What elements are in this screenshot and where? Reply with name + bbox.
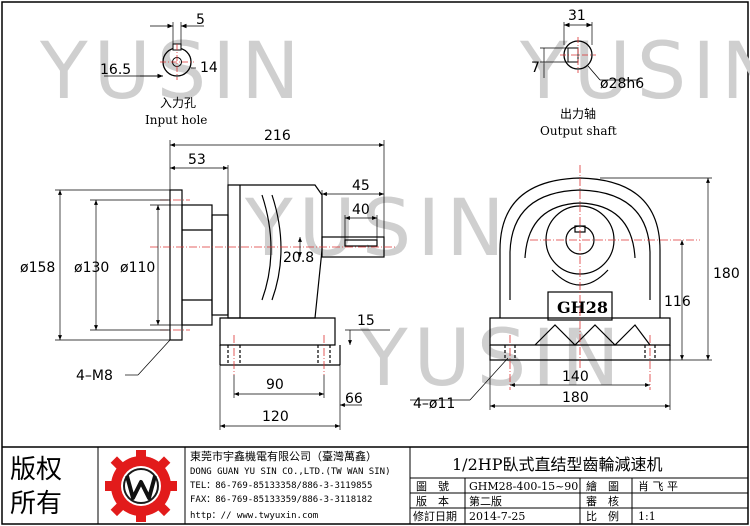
row-key-version: 版 本 bbox=[416, 494, 449, 508]
row-key-reviewed: 審 核 bbox=[586, 494, 619, 508]
side-view-dim-labels: 216 53 45 40 20.8 ø158 ø130 ø110 15 90 1… bbox=[20, 128, 375, 425]
company-logo-icon bbox=[105, 450, 177, 522]
title-block bbox=[2, 446, 748, 524]
input-hole-label-en: Input hole bbox=[145, 113, 207, 127]
row-value-scale: 1:1 bbox=[638, 510, 656, 523]
output-shaft-label-en: Output shaft bbox=[540, 124, 617, 138]
row-key-drawing-no: 圖 號 bbox=[416, 480, 449, 493]
front-view-dimensions bbox=[410, 177, 712, 410]
side-view bbox=[169, 184, 385, 366]
dim-bolt-spacing: 90 bbox=[266, 377, 284, 393]
row-value-drawing-no: GHM28-400-15~90 bbox=[469, 480, 578, 493]
bolt-label: 4–M8 bbox=[76, 368, 113, 384]
dim-input-height: 14 bbox=[200, 60, 218, 76]
dim-dia-158: ø158 bbox=[20, 260, 55, 276]
watermark-text: YUSIN bbox=[39, 27, 306, 117]
dim-output-dia: ø28h6 bbox=[600, 76, 644, 92]
front-view-dim-labels: 180 116 140 180 4–ø11 bbox=[413, 266, 740, 412]
dim-inner-width: 140 bbox=[562, 369, 589, 385]
dim-flange-length: 53 bbox=[188, 152, 206, 168]
dim-rear-offset: 66 bbox=[345, 391, 363, 407]
row-value-revision-date: 2014-7-25 bbox=[469, 510, 525, 523]
stamp-line-1: 版权 bbox=[10, 455, 62, 485]
dim-shaft-dia: 20.8 bbox=[283, 250, 314, 266]
output-shaft-detail: 31 7 ø28h6 出力轴 Output shaft bbox=[531, 8, 644, 138]
company-en: DONG GUAN YU SIN CO.,LTD.(TW WAN SIN) bbox=[190, 467, 390, 477]
input-hole-label-cn: 入力孔 bbox=[160, 96, 196, 110]
watermark-text: YUSIN bbox=[244, 184, 511, 274]
dim-shaft-length: 45 bbox=[352, 178, 370, 194]
watermark-group: YUSIN YUSIN YUSIN YUSIN bbox=[39, 27, 750, 404]
row-key-drawn-by: 繪 圖 bbox=[586, 479, 619, 493]
dim-output-width: 31 bbox=[568, 8, 586, 24]
hole-label: 4–ø11 bbox=[413, 396, 455, 412]
dim-center-height: 116 bbox=[664, 294, 691, 310]
watermark-text: YUSIN bbox=[519, 27, 750, 117]
side-view-dimensions bbox=[55, 140, 390, 430]
company-fax: FAX：86-769-85133359/886-3-3118182 bbox=[190, 495, 372, 505]
company-tel: TEL：86-769-85133358/886-3-3119855 bbox=[190, 481, 372, 491]
watermark-text: YUSIN bbox=[359, 314, 626, 404]
dim-input-bore: 16.5 bbox=[100, 62, 131, 78]
dim-base-length: 120 bbox=[262, 409, 289, 425]
front-view-centerlines bbox=[509, 165, 700, 390]
drawing-title: 1/2HP臥式直结型齒輪減速机 bbox=[452, 455, 662, 474]
row-key-revision-date: 修訂日期 bbox=[413, 509, 457, 523]
nameplate-text: GH28 bbox=[557, 298, 608, 317]
dim-foot-height: 15 bbox=[357, 313, 375, 329]
company-cn: 東莞市宇鑫機電有限公司（臺灣萬鑫） bbox=[190, 449, 377, 463]
dim-outer-width: 180 bbox=[562, 390, 589, 406]
stamp-line-2: 所有 bbox=[10, 489, 62, 519]
dim-dia-130: ø130 bbox=[74, 260, 109, 276]
dim-dia-110: ø110 bbox=[120, 260, 155, 276]
row-value-drawn-by: 肖 飞 平 bbox=[638, 479, 678, 493]
dim-shaft-key: 40 bbox=[352, 202, 370, 218]
dim-output-key: 7 bbox=[531, 60, 540, 76]
dim-total-length: 216 bbox=[264, 128, 291, 144]
row-key-scale: 比 例 bbox=[586, 509, 619, 523]
output-shaft-label-cn: 出力轴 bbox=[560, 106, 596, 121]
row-value-version: 第二版 bbox=[469, 494, 502, 508]
dim-input-key: 5 bbox=[196, 12, 205, 28]
company-website: http：// www.twyuxin.com bbox=[190, 511, 318, 521]
title-block-text: 版权 所有 東莞市宇鑫機電有限公司（臺灣萬鑫） DONG GUAN YU SIN… bbox=[10, 449, 678, 523]
dim-total-height: 180 bbox=[713, 266, 740, 282]
input-hole-detail: 5 16.5 14 入力孔 Input hole bbox=[100, 12, 218, 127]
